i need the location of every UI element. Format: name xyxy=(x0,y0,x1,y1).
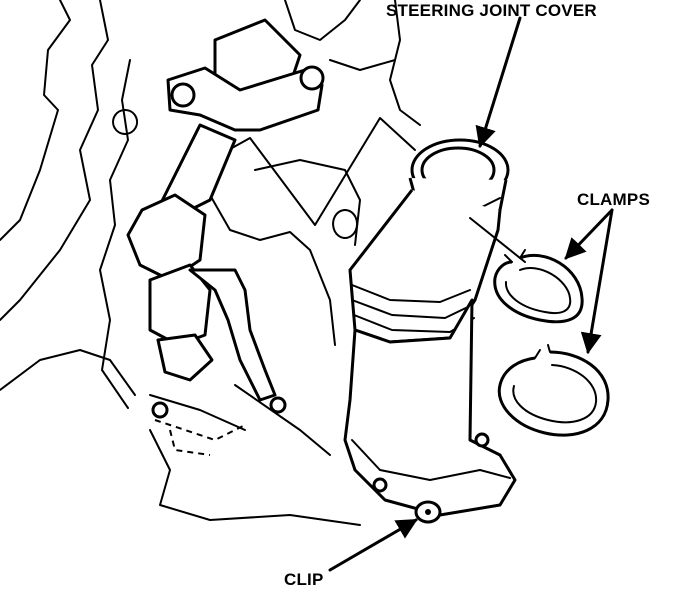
clip-label: CLIP xyxy=(284,570,324,589)
steering-joint-cover-part xyxy=(343,138,517,517)
clip-part xyxy=(414,500,442,524)
steering-shaft xyxy=(126,18,325,419)
clamps-label: CLAMPS xyxy=(577,190,650,209)
clamp-lower xyxy=(497,344,610,437)
steering-joint-cover-label: STEERING JOINT COVER xyxy=(386,1,597,20)
leader-lines xyxy=(231,16,614,572)
clamp-upper xyxy=(493,249,584,324)
vehicle-body-structure xyxy=(0,0,421,526)
